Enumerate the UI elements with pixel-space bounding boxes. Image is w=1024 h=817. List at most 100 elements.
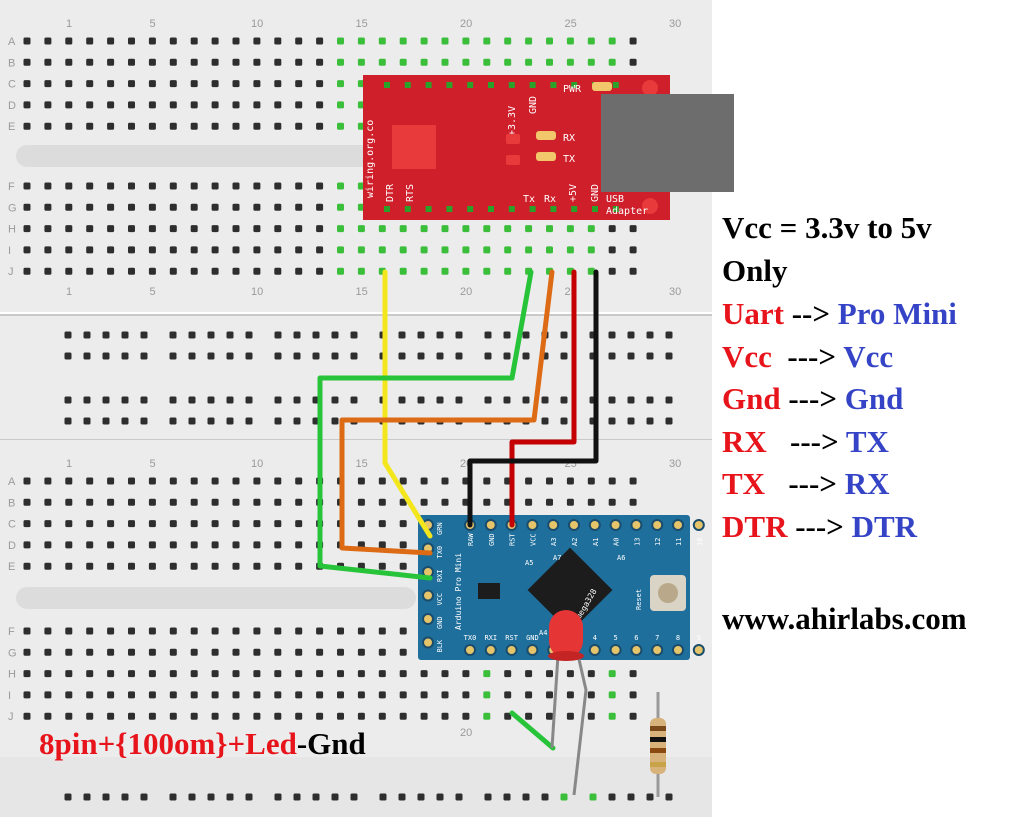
hole	[253, 520, 261, 528]
hole	[546, 670, 553, 678]
hole	[378, 562, 386, 570]
hole	[148, 37, 156, 45]
hole	[378, 691, 386, 699]
pro-mini-side: RX	[844, 466, 890, 501]
hole	[44, 225, 52, 233]
rail-hole	[245, 793, 253, 801]
hole	[629, 670, 637, 678]
column-number: 15	[355, 18, 367, 30]
hole	[211, 562, 219, 570]
label-gnd-pin: GND	[590, 184, 601, 202]
hole	[65, 627, 73, 635]
hole	[253, 541, 261, 549]
hole	[44, 541, 52, 549]
hole	[211, 203, 219, 211]
caption-parts: 8pin+{100om}+Led	[39, 726, 297, 761]
rail-hole	[665, 352, 673, 360]
rail-hole	[121, 793, 129, 801]
hole	[420, 691, 428, 699]
center-channel	[16, 587, 416, 609]
board-name: Arduino Pro Mini	[454, 553, 463, 630]
rail-hole	[350, 793, 358, 801]
hole	[23, 225, 31, 233]
hole	[608, 691, 616, 699]
side-pin	[422, 636, 434, 649]
hole	[337, 122, 344, 130]
connection-row: TX ---> RX	[722, 468, 890, 499]
arrow: --->	[771, 338, 844, 374]
hole	[190, 246, 198, 254]
pin-label: 11	[675, 538, 683, 546]
hole	[253, 101, 261, 109]
hole	[148, 182, 156, 190]
hole	[399, 246, 407, 254]
rail-hole	[455, 396, 463, 404]
hole	[169, 691, 177, 699]
hole	[378, 37, 386, 45]
hole	[86, 712, 94, 720]
rail-hole	[436, 396, 444, 404]
led-leg	[550, 654, 560, 749]
rail-hole	[350, 396, 358, 404]
rail-hole	[608, 331, 616, 339]
hole	[107, 122, 115, 130]
pin-label: 6	[634, 634, 638, 642]
hole	[44, 267, 52, 275]
hole	[190, 182, 198, 190]
rail-hole	[83, 396, 91, 404]
rail-hole	[245, 396, 253, 404]
hole	[378, 520, 386, 528]
hole	[211, 691, 219, 699]
hole	[608, 712, 616, 720]
hole	[253, 246, 261, 254]
header-pin	[526, 644, 539, 656]
rail-hole	[207, 417, 215, 425]
pin-label: 12	[654, 538, 662, 546]
voltage-note-only: Only	[722, 253, 788, 288]
hole	[169, 520, 177, 528]
hole	[86, 477, 94, 485]
hole	[190, 267, 198, 275]
hole	[86, 203, 94, 211]
row-letter: I	[8, 245, 11, 257]
rail-hole	[627, 417, 635, 425]
hole	[65, 122, 73, 130]
rail-hole	[64, 331, 72, 339]
hole	[65, 498, 73, 506]
hole	[232, 712, 240, 720]
hole	[629, 37, 637, 45]
hole	[232, 122, 240, 130]
row-letter: D	[8, 100, 16, 112]
side-pin	[422, 589, 434, 602]
hole	[399, 37, 407, 45]
hole	[462, 670, 470, 678]
hole	[65, 670, 73, 678]
rail-hole	[207, 331, 215, 339]
hole	[107, 670, 115, 678]
hole	[148, 520, 156, 528]
row-letter: G	[8, 647, 17, 659]
pro-mini-side: Gnd	[844, 381, 904, 416]
label-dtr: DTR	[385, 183, 396, 202]
adapter-pin	[612, 82, 619, 88]
adapter-pin	[550, 206, 557, 212]
uart-side: Vcc	[722, 338, 772, 374]
hole	[128, 122, 135, 130]
hole	[587, 37, 595, 45]
hole	[316, 122, 324, 130]
rail-hole	[417, 352, 425, 360]
hole	[399, 648, 407, 656]
arrow: --->	[780, 381, 845, 416]
hole	[483, 670, 491, 678]
hole	[357, 225, 365, 233]
pin-label: A1	[592, 538, 600, 546]
hole	[295, 712, 303, 720]
hole	[128, 712, 135, 720]
row-letter: F	[8, 181, 15, 193]
hole	[169, 541, 177, 549]
hole	[566, 691, 574, 699]
hole	[441, 58, 449, 66]
hole	[483, 58, 491, 66]
adapter-pin	[404, 82, 411, 88]
